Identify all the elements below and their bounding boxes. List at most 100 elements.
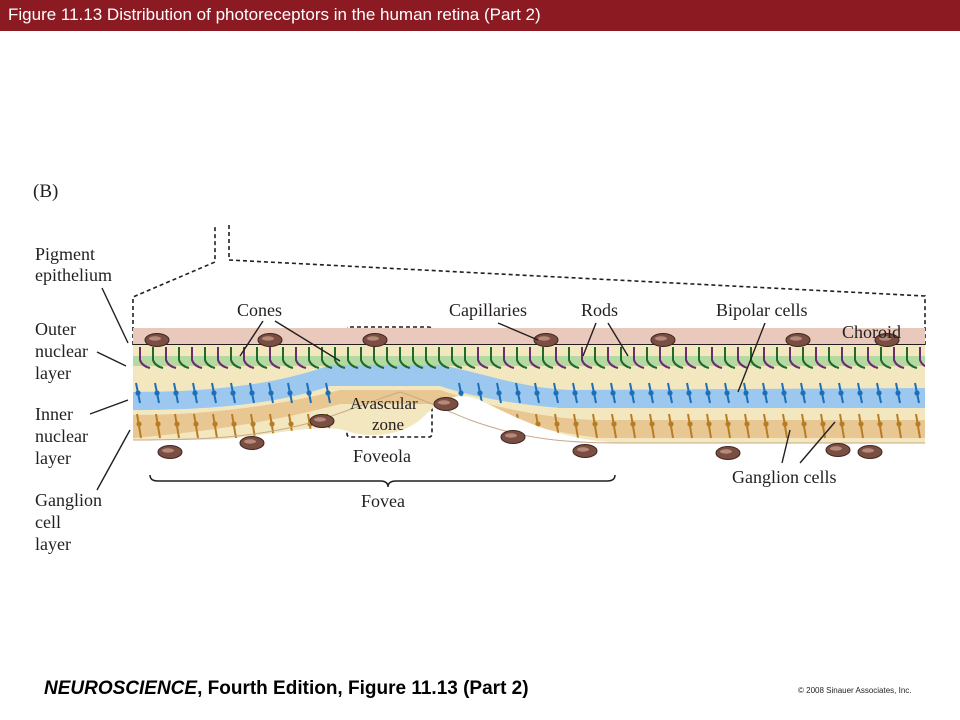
rod-cell bbox=[139, 347, 151, 369]
rod-cell bbox=[503, 347, 515, 369]
cone-cell bbox=[347, 347, 359, 369]
left-leader-lines bbox=[89, 287, 131, 491]
rod-cell bbox=[516, 347, 528, 369]
rod-cell bbox=[906, 347, 918, 369]
bipolar-soma bbox=[306, 390, 312, 396]
label-inner-nuclear-3: layer bbox=[35, 448, 71, 468]
capillary-highlight bbox=[505, 433, 517, 438]
inner-nuclear-band bbox=[133, 365, 925, 410]
left-labels: Pigment epithelium Outer nuclear layer I… bbox=[35, 244, 112, 554]
rod-cell bbox=[854, 347, 866, 369]
ganglion-soma bbox=[592, 421, 598, 427]
bipolar-soma bbox=[724, 390, 730, 396]
cone-cell bbox=[360, 347, 372, 369]
bipolar-soma bbox=[287, 390, 293, 396]
callout-ganglion-cells: Ganglion cells bbox=[732, 467, 836, 487]
label-inner-nuclear-1: Inner bbox=[35, 404, 73, 424]
ganglion-soma bbox=[193, 421, 199, 427]
bipolar-soma bbox=[686, 390, 692, 396]
ganglion-soma bbox=[535, 421, 541, 427]
ganglion-cell bbox=[478, 413, 484, 439]
ganglion-soma bbox=[687, 421, 693, 427]
ganglion-soma bbox=[649, 421, 655, 427]
cone-cell bbox=[425, 347, 437, 369]
rod-cell bbox=[243, 347, 255, 369]
bipolar-soma bbox=[496, 390, 502, 396]
ganglion-soma bbox=[706, 421, 712, 427]
ganglion-soma bbox=[231, 421, 237, 427]
rod-cell bbox=[152, 347, 164, 369]
ganglion-soma bbox=[611, 421, 617, 427]
bipolar-soma bbox=[876, 390, 882, 396]
ganglion-soma bbox=[497, 421, 503, 427]
capillary-highlight bbox=[149, 336, 161, 341]
bipolar-soma bbox=[154, 390, 160, 396]
ganglion-soma bbox=[915, 421, 921, 427]
rod-cell bbox=[165, 347, 177, 369]
footer-book-title: NEUROSCIENCE bbox=[44, 678, 198, 699]
rod-cell bbox=[269, 347, 281, 369]
bipolar-soma bbox=[648, 390, 654, 396]
rod-cell bbox=[789, 347, 801, 369]
cone-cell bbox=[321, 347, 333, 369]
ganglion-soma bbox=[744, 421, 750, 427]
ganglion-soma bbox=[573, 421, 579, 427]
rod-cell bbox=[256, 347, 268, 369]
bipolar-soma bbox=[458, 390, 464, 396]
capillary-highlight bbox=[438, 400, 450, 405]
bipolar-soma bbox=[135, 390, 141, 396]
label-outer-nuclear-1: Outer bbox=[35, 319, 76, 339]
bipolar-soma bbox=[325, 390, 331, 396]
ganglion-soma bbox=[155, 421, 161, 427]
capillary-highlight bbox=[367, 336, 379, 341]
bipolar-soma bbox=[781, 390, 787, 396]
ganglion-soma bbox=[516, 421, 522, 427]
rod-cell bbox=[815, 347, 827, 369]
rod-cell bbox=[607, 347, 619, 369]
label-outer-nuclear-2: nuclear bbox=[35, 341, 88, 361]
bipolar-soma bbox=[192, 390, 198, 396]
panel-label: (B) bbox=[33, 181, 58, 202]
rod-cell bbox=[685, 347, 697, 369]
bipolar-soma bbox=[515, 390, 521, 396]
bipolar-soma bbox=[667, 390, 673, 396]
label-outer-nuclear-3: layer bbox=[35, 363, 71, 383]
rod-cell bbox=[477, 347, 489, 369]
cone-cell bbox=[308, 347, 320, 369]
capillary-highlight bbox=[655, 336, 667, 341]
ganglion-soma bbox=[250, 421, 256, 427]
bipolar-soma bbox=[230, 390, 236, 396]
rod-cell bbox=[178, 347, 190, 369]
capillary-highlight bbox=[538, 336, 550, 341]
ganglion-soma bbox=[820, 421, 826, 427]
rod-cell bbox=[724, 347, 736, 369]
ganglion-soma bbox=[269, 421, 275, 427]
callout-capillaries: Capillaries bbox=[449, 300, 527, 320]
callouts: Cones Capillaries Rods Bipolar cells Cho… bbox=[237, 300, 901, 511]
rod-cell bbox=[841, 347, 853, 369]
footer-edition: , Fourth Edition, Figure 11.13 (Part 2) bbox=[197, 678, 529, 699]
bipolar-soma bbox=[610, 390, 616, 396]
bipolar-soma bbox=[591, 390, 597, 396]
rod-cell bbox=[581, 347, 593, 369]
fovea-brace bbox=[149, 474, 616, 488]
cone-cell bbox=[399, 347, 411, 369]
rod-cell bbox=[230, 347, 242, 369]
capillary-highlight bbox=[830, 446, 842, 451]
ganglion-soma bbox=[839, 421, 845, 427]
label-ganglion-cell-1: Ganglion bbox=[35, 490, 102, 510]
capillary-highlight bbox=[262, 336, 274, 341]
bipolar-soma bbox=[534, 390, 540, 396]
capillary-highlight bbox=[314, 417, 326, 422]
rod-cell bbox=[282, 347, 294, 369]
callout-pointers bbox=[239, 320, 836, 464]
ganglion-soma bbox=[782, 421, 788, 427]
callout-avascular-1: Avascular bbox=[350, 394, 418, 413]
footer-citation: NEUROSCIENCE, Fourth Edition, Figure 11.… bbox=[44, 678, 529, 700]
rod-cell bbox=[737, 347, 749, 369]
bipolar-soma bbox=[249, 390, 255, 396]
bipolar-soma bbox=[800, 390, 806, 396]
capillaries-group bbox=[144, 333, 900, 460]
bipolar-soma bbox=[477, 390, 483, 396]
